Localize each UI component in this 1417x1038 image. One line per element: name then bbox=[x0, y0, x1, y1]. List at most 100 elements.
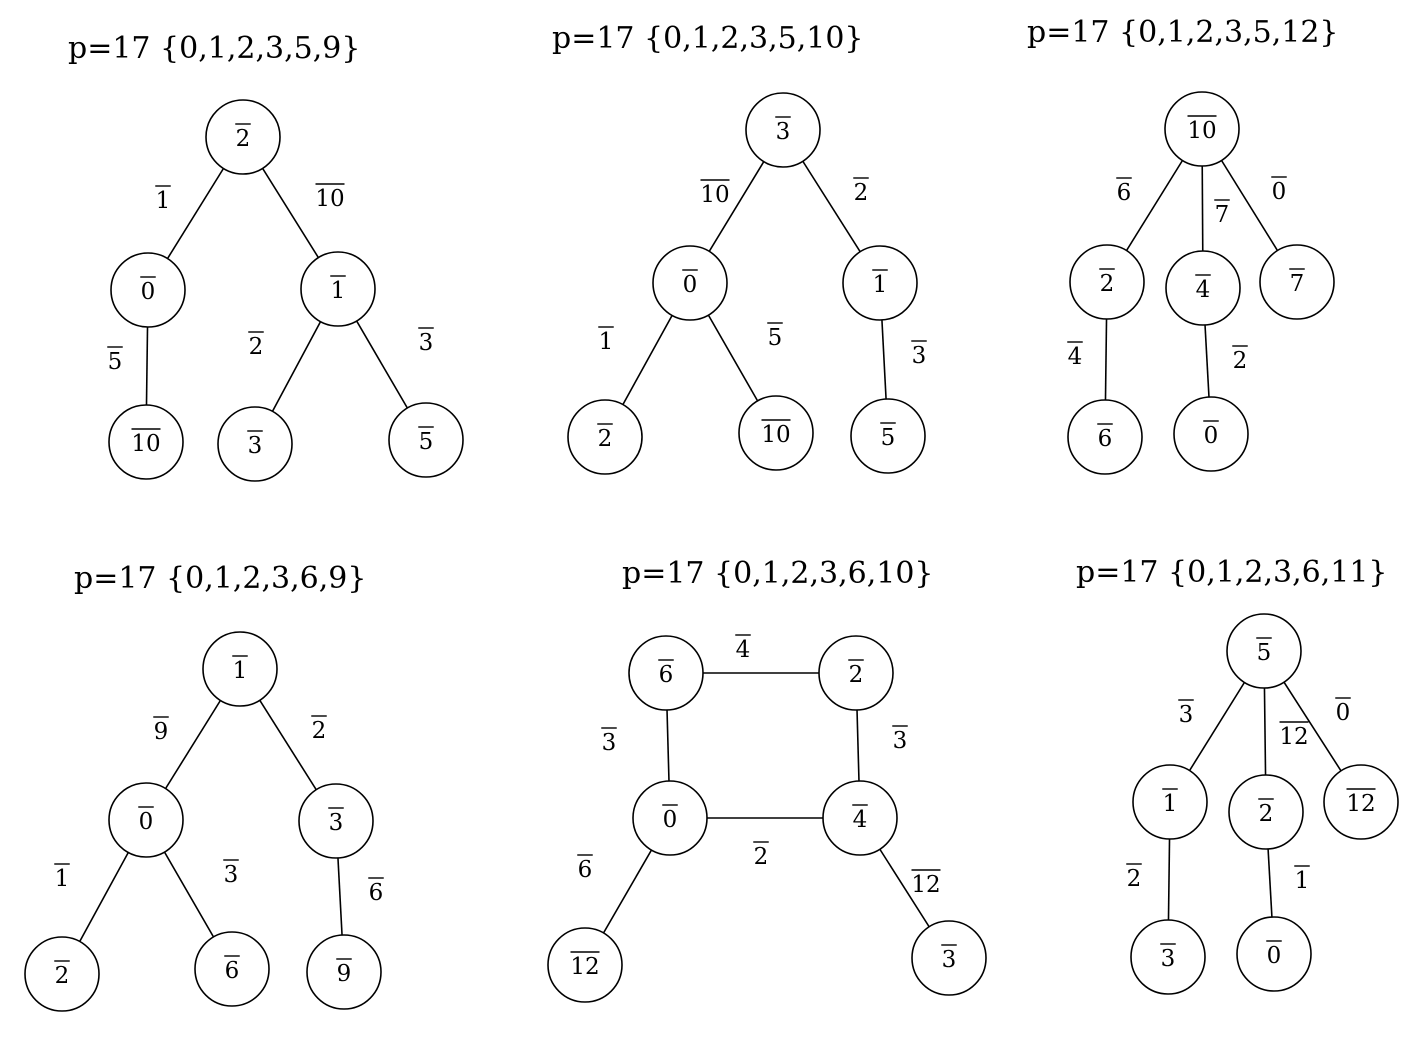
node-label: 6 bbox=[1097, 423, 1113, 452]
graph-nodes: 3 0 1 2 10 5 bbox=[567, 92, 926, 475]
node-label: 9 bbox=[336, 958, 352, 987]
node-label: 5 bbox=[418, 426, 434, 455]
edge-label-text: 7 bbox=[1215, 202, 1230, 228]
edge-label-text: 1 bbox=[599, 329, 614, 355]
node-circle bbox=[1069, 244, 1145, 320]
node-circle bbox=[1226, 613, 1302, 689]
edge-label: 3 bbox=[223, 859, 239, 888]
node-circle bbox=[1173, 396, 1249, 472]
graph-title: p=17 {0,1,2,3,6,11} bbox=[1076, 555, 1388, 590]
edge-label-text: 4 bbox=[736, 637, 751, 663]
node-circle bbox=[1132, 764, 1208, 840]
node-circle bbox=[628, 635, 704, 711]
edge-label: 3 bbox=[911, 340, 927, 369]
edge-label-text: 4 bbox=[1068, 344, 1083, 370]
graph-node: 2 bbox=[818, 635, 894, 711]
edge-label: 4 bbox=[1067, 341, 1083, 370]
node-label: 0 bbox=[682, 269, 698, 298]
node-label: 6 bbox=[658, 659, 674, 688]
edge-label-text: 2 bbox=[1127, 866, 1142, 892]
node-label: 0 bbox=[662, 804, 678, 833]
edge-label-text: 1 bbox=[156, 188, 171, 214]
edge-label: 1 bbox=[1294, 865, 1310, 894]
edge-label-text: 0 bbox=[1272, 179, 1287, 205]
graph-node: 0 bbox=[1173, 396, 1249, 472]
graph-title: p=17 {0,1,2,3,6,10} bbox=[622, 556, 934, 591]
node-label: 0 bbox=[1203, 420, 1219, 449]
graph-node: 0 bbox=[632, 780, 708, 856]
graph-node: 12 bbox=[547, 927, 623, 1003]
graph-node: 3 bbox=[217, 406, 293, 482]
edge-label: 7 bbox=[1214, 199, 1230, 228]
edge-label: 1 bbox=[54, 863, 70, 892]
node-label-text: 1 bbox=[331, 278, 346, 304]
node-label-text: 3 bbox=[776, 119, 791, 145]
node-label-text: 10 bbox=[1187, 118, 1216, 144]
graph-node: 5 bbox=[1226, 613, 1302, 689]
node-label: 2 bbox=[54, 960, 70, 989]
edge-label: 6 bbox=[577, 854, 593, 883]
node-label: 2 bbox=[235, 123, 251, 152]
edge-label: 5 bbox=[767, 322, 783, 351]
node-circle bbox=[652, 245, 728, 321]
graph-node: 2 bbox=[24, 936, 100, 1012]
edge-label: 1 bbox=[155, 185, 171, 214]
graph-node: 1 bbox=[1132, 764, 1208, 840]
edge-label: 2 bbox=[248, 331, 264, 360]
node-label: 12 bbox=[570, 951, 600, 980]
node-circle bbox=[298, 783, 374, 859]
node-circle bbox=[738, 395, 814, 471]
graph-node: 6 bbox=[628, 635, 704, 711]
node-label-text: 4 bbox=[1196, 277, 1211, 303]
edge-label: 3 bbox=[418, 327, 434, 356]
node-label: 3 bbox=[1160, 943, 1176, 972]
edge-label: 12 bbox=[1279, 721, 1309, 750]
edge-label: 2 bbox=[1126, 863, 1142, 892]
node-circle bbox=[1130, 919, 1206, 995]
node-label-text: 1 bbox=[873, 272, 888, 298]
edge-label-text: 1 bbox=[55, 866, 70, 892]
edge-label-text: 5 bbox=[108, 349, 123, 375]
graph-node: 2 bbox=[567, 399, 643, 475]
node-label-text: 4 bbox=[853, 807, 868, 833]
graph-node: 10 bbox=[1164, 91, 1240, 167]
edge-label: 2 bbox=[1232, 345, 1248, 374]
edge-label-text: 3 bbox=[419, 330, 434, 356]
node-label-text: 1 bbox=[1163, 791, 1178, 817]
edge-label-text: 3 bbox=[893, 728, 908, 754]
node-label-text: 0 bbox=[139, 809, 154, 835]
node-label: 3 bbox=[941, 944, 957, 973]
edge-label: 0 bbox=[1335, 697, 1351, 726]
edge-label: 2 bbox=[311, 715, 327, 744]
node-label-text: 3 bbox=[329, 810, 344, 836]
node-circle bbox=[217, 406, 293, 482]
node-label: 12 bbox=[1346, 788, 1376, 817]
edge-label-text: 2 bbox=[1233, 348, 1248, 374]
node-label: 2 bbox=[597, 423, 613, 452]
node-label-text: 6 bbox=[659, 662, 674, 688]
graph-node: 3 bbox=[911, 920, 987, 996]
node-label-text: 12 bbox=[1346, 791, 1375, 817]
graph-title: p=17 {0,1,2,3,6,9} bbox=[74, 561, 366, 596]
node-label-text: 0 bbox=[1204, 423, 1219, 449]
node-label: 10 bbox=[131, 428, 161, 457]
node-label-text: 7 bbox=[1290, 271, 1305, 297]
node-label-text: 2 bbox=[55, 963, 70, 989]
graph-node: 1 bbox=[842, 245, 918, 321]
node-circle bbox=[1067, 399, 1143, 475]
graph-node: 10 bbox=[108, 404, 184, 480]
node-label: 2 bbox=[1258, 798, 1274, 827]
node-circle bbox=[24, 936, 100, 1012]
node-label: 1 bbox=[330, 275, 346, 304]
edge-label: 10 bbox=[315, 183, 345, 212]
node-label-text: 0 bbox=[683, 272, 698, 298]
node-label-text: 0 bbox=[1267, 943, 1282, 969]
node-label-text: 2 bbox=[1259, 801, 1274, 827]
graph-node: 10 bbox=[738, 395, 814, 471]
edge-label: 1 bbox=[598, 326, 614, 355]
node-label: 0 bbox=[1266, 940, 1282, 969]
node-circle bbox=[194, 931, 270, 1007]
